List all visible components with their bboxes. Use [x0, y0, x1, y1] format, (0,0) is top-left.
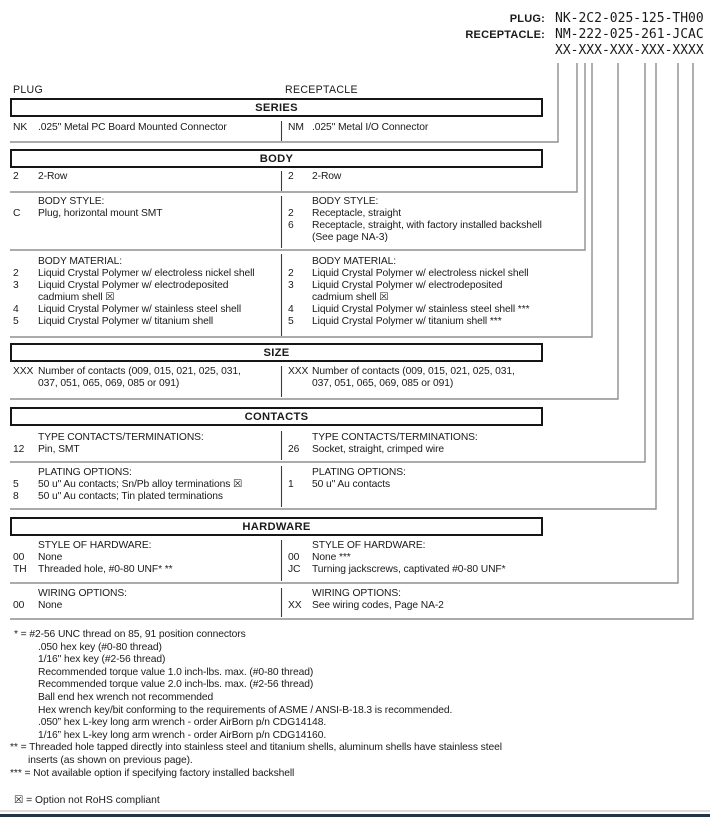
section-title: SIZE [263, 346, 290, 359]
subsection-label: WIRING OPTIONS: [312, 588, 401, 599]
section-header-series: SERIES [10, 98, 543, 117]
mask-part-number-row: XX-XXX-XXX-XXX-XXXX [0, 43, 707, 59]
option-row: XXX Number of contacts (009, 015, 021, 0… [13, 366, 241, 389]
option-row: 5 Liquid Crystal Polymer w/ titanium she… [13, 316, 214, 327]
plug-part-number-row: PLUG: NK-2C2-025-125-TH00 [0, 11, 707, 27]
option-row: 00 None *** [288, 552, 351, 563]
section-title: CONTACTS [244, 410, 309, 423]
footer-bar [0, 814, 710, 817]
footnote-line: Recommended torque value 2.0 inch-lbs. m… [38, 679, 314, 691]
rohs-note: ☒ = Option not RoHS compliant [14, 795, 160, 806]
option-row: 5 Liquid Crystal Polymer w/ titanium she… [288, 316, 502, 327]
section-title: HARDWARE [242, 520, 311, 533]
option-row: 00 None [13, 600, 63, 611]
subsection-label: BODY STYLE: [312, 196, 379, 207]
option-row: NM .025" Metal I/O Connector [288, 122, 429, 133]
option-row: 3 Liquid Crystal Polymer w/ electrodepos… [288, 280, 503, 303]
contacts-plating-options: PLATING OPTIONS: 5 50 u" Au contacts; Sn… [10, 467, 543, 503]
footnote-line: Recommended torque value 1.0 inch-lbs. m… [38, 666, 314, 678]
plug-label: PLUG: [509, 13, 545, 25]
option-row: 8 50 u" Au contacts; Tin plated terminat… [13, 491, 223, 502]
option-row: 2 2-Row [13, 171, 68, 182]
option-row: NK .025" Metal PC Board Mounted Connecto… [13, 122, 227, 133]
subsection-label: BODY STYLE: [38, 196, 105, 207]
contacts-type-options: TYPE CONTACTS/TERMINATIONS: 12 Pin, SMT … [10, 432, 543, 456]
body-material-options: BODY MATERIAL: 2 Liquid Crystal Polymer … [10, 256, 543, 328]
footnote-line: .050” hex L-key long arm wrench - order … [38, 717, 327, 729]
option-row: 12 Pin, SMT [13, 444, 80, 455]
size-options: XXX Number of contacts (009, 015, 021, 0… [10, 366, 543, 390]
option-row: 3 Liquid Crystal Polymer w/ electrodepos… [13, 280, 229, 303]
section-header-size: SIZE [10, 343, 543, 362]
footnote-line: Hex wrench key/bit conforming to the req… [38, 704, 453, 716]
option-row: 2 Liquid Crystal Polymer w/ electroless … [288, 268, 529, 279]
footnotes: * = #2-56 UNC thread on 85, 91 position … [10, 629, 706, 780]
subsection-label: WIRING OPTIONS: [38, 588, 127, 599]
footnote-line: 1/16" hex key (#2-56 thread) [38, 654, 166, 666]
subsection-label: PLATING OPTIONS: [312, 467, 406, 478]
option-row: XXX Number of contacts (009, 015, 021, 0… [288, 366, 515, 389]
footnote-line: 1/16” hex L-key long arm wrench - order … [38, 729, 327, 741]
footer-rule [0, 810, 710, 812]
footnote-line: inserts (as shown on previous page). [28, 754, 193, 766]
footnote-line: Ball end hex wrench not recommended [38, 691, 214, 703]
section-header-contacts: CONTACTS [10, 407, 543, 426]
body-style-options: BODY STYLE: C Plug, horizontal mount SMT… [10, 196, 543, 244]
option-row: XX See wiring codes, Page NA-2 [288, 600, 444, 611]
footnote-line: *** = Not available option if specifying… [10, 767, 295, 779]
footnote-line: * = #2-56 UNC thread on 85, 91 position … [14, 629, 246, 640]
subsection-label: STYLE OF HARDWARE: [312, 540, 426, 551]
option-row: 2 2-Row [288, 171, 342, 182]
subsection-label: STYLE OF HARDWARE: [38, 540, 152, 551]
series-options: NK .025" Metal PC Board Mounted Connecto… [10, 122, 543, 134]
section-title: BODY [259, 152, 294, 165]
option-row: C Plug, horizontal mount SMT [13, 208, 163, 219]
receptacle-part-number-row: RECEPTACLE: NM-222-025-261-JCAC [0, 27, 707, 43]
option-row: 1 50 u" Au contacts [288, 479, 391, 490]
subsection-label: BODY MATERIAL: [38, 256, 123, 267]
plug-column-header: PLUG [13, 84, 44, 96]
hardware-style-options: STYLE OF HARDWARE: 00 None TH Threaded h… [10, 540, 543, 576]
plug-part-number: NK-2C2-025-125-TH00 [555, 11, 704, 26]
part-number-mask: XX-XXX-XXX-XXX-XXXX [555, 43, 704, 58]
receptacle-column-header: RECEPTACLE [285, 84, 358, 96]
subsection-label: TYPE CONTACTS/TERMINATIONS: [312, 432, 478, 443]
subsection-label: BODY MATERIAL: [312, 256, 397, 267]
option-row: 4 Liquid Crystal Polymer w/ stainless st… [288, 304, 530, 315]
option-row: JC Turning jackscrews, captivated #0-80 … [288, 564, 506, 575]
receptacle-label: RECEPTACLE: [465, 29, 545, 41]
option-row: 2 Liquid Crystal Polymer w/ electroless … [13, 268, 255, 279]
section-header-hardware: HARDWARE [10, 517, 543, 536]
footnote-line: .050 hex key (#0-80 thread) [38, 641, 162, 653]
receptacle-part-number: NM-222-025-261-JCAC [555, 27, 704, 42]
section-title: SERIES [255, 101, 298, 114]
body-row-options: 2 2-Row 2 2-Row [10, 171, 543, 183]
option-row: 26 Socket, straight, crimped wire [288, 444, 445, 455]
option-row: 4 Liquid Crystal Polymer w/ stainless st… [13, 304, 242, 315]
hardware-wiring-options: WIRING OPTIONS: 00 None WIRING OPTIONS: … [10, 588, 543, 612]
option-row: TH Threaded hole, #0-80 UNF* ** [13, 564, 173, 575]
subsection-label: PLATING OPTIONS: [38, 467, 132, 478]
option-row: 6 Receptacle, straight, with factory ins… [288, 220, 542, 243]
option-row: 2 Receptacle, straight [288, 208, 402, 219]
option-row: 5 50 u" Au contacts; Sn/Pb alloy termina… [13, 479, 243, 490]
part-number-block: PLUG: NK-2C2-025-125-TH00 RECEPTACLE: NM… [0, 11, 707, 59]
section-header-body: BODY [10, 149, 543, 168]
option-row: 00 None [13, 552, 63, 563]
subsection-label: TYPE CONTACTS/TERMINATIONS: [38, 432, 204, 443]
footnote-line: ** = Threaded hole tapped directly into … [10, 742, 502, 754]
